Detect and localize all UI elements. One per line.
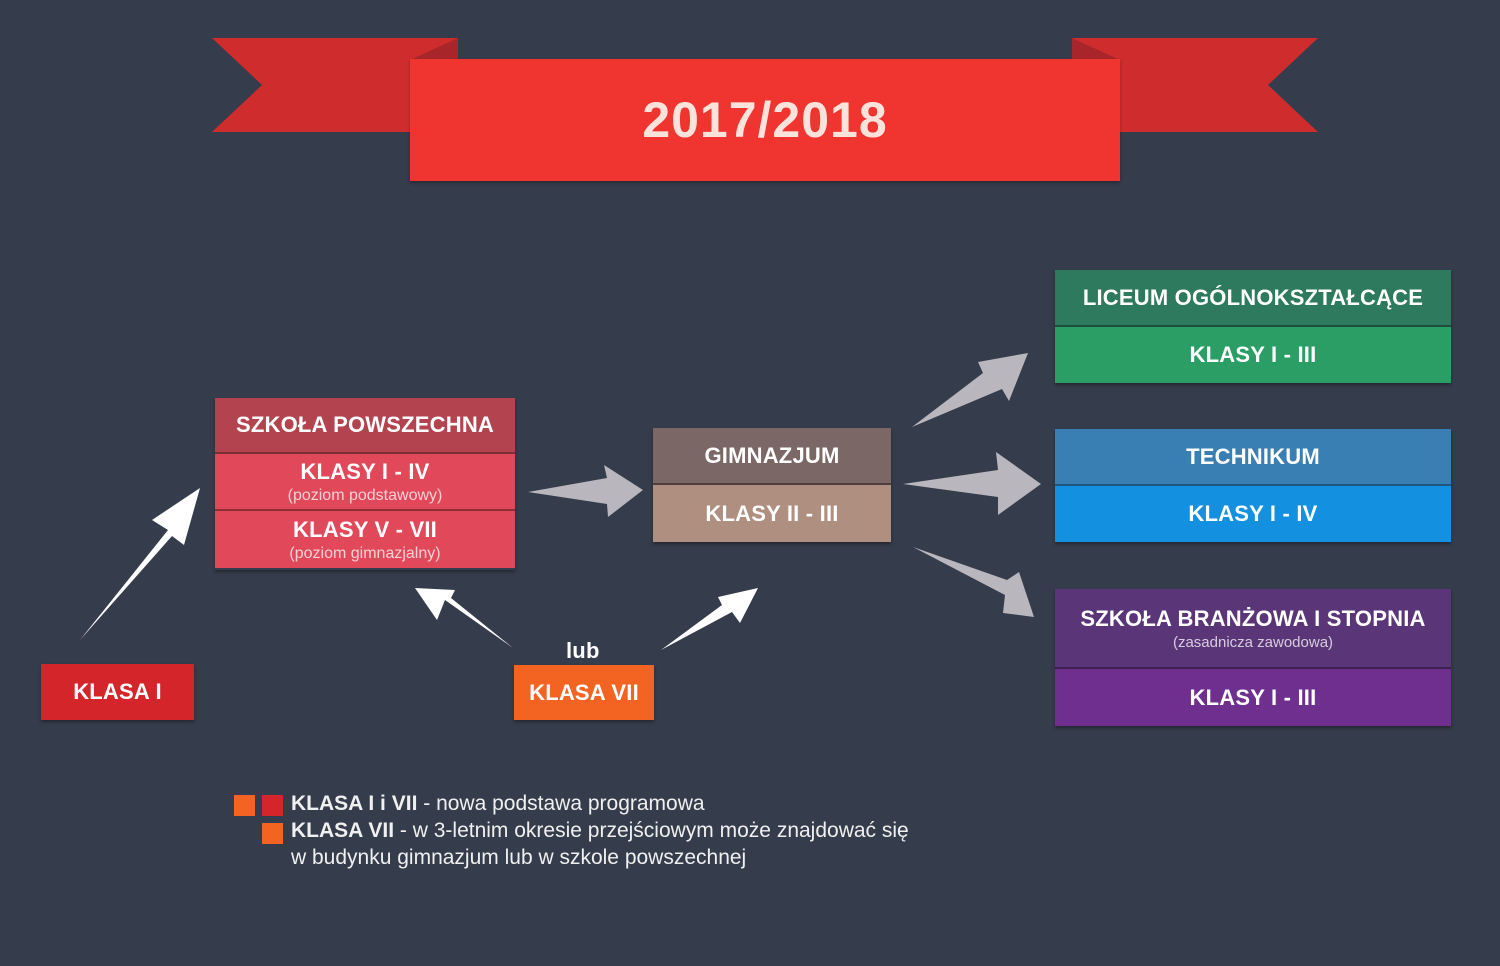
gimnazjum-box: GIMNAZJUM KLASY II - III	[653, 428, 891, 542]
legend-swatch-orange-2	[262, 823, 283, 844]
szkola-row-2: KLASY V - VII (poziom gimnazjalny)	[215, 511, 515, 568]
legend-item-2: KLASA VII - w 3-letnim okresie przejścio…	[291, 819, 909, 842]
legend: KLASA I i VII - nowa podstawa programowa…	[291, 790, 909, 871]
arrow-to-technikum-icon	[903, 452, 1041, 515]
klasa-vii-box: KLASA VII	[514, 665, 654, 720]
legend-item-1: KLASA I i VII - nowa podstawa programowa	[291, 792, 705, 815]
szkola-row-2-label: KLASY V - VII	[293, 516, 437, 542]
branzowa-row-label: KLASY I - III	[1189, 684, 1317, 710]
gimnazjum-row: KLASY II - III	[653, 485, 891, 542]
szkola-row-1-label: KLASY I - IV	[300, 458, 430, 484]
legend-item-2-cont: w budynku gimnazjum lub w szkole powszec…	[291, 846, 747, 869]
gimnazjum-title: GIMNAZJUM	[704, 442, 840, 468]
szkola-powszechna-box: SZKOŁA POWSZECHNA KLASY I - IV (poziom p…	[215, 398, 515, 570]
legend-swatch-orange	[234, 795, 255, 816]
branzowa-title: SZKOŁA BRANŻOWA I STOPNIA	[1080, 605, 1426, 631]
branzowa-header: SZKOŁA BRANŻOWA I STOPNIA (zasadnicza za…	[1055, 589, 1451, 669]
arrow-to-liceum-icon	[912, 353, 1028, 427]
liceum-box: LICEUM OGÓLNOKSZTAŁCĄCE KLASY I - III	[1055, 270, 1451, 383]
arrow-klasa-vii-to-szkola-icon	[415, 588, 513, 648]
technikum-title: TECHNIKUM	[1186, 443, 1320, 469]
szkola-title: SZKOŁA POWSZECHNA	[235, 412, 495, 437]
arrow-klasa-vii-to-gimnazjum-icon	[661, 588, 758, 650]
arrow-klasa-i-to-szkola-icon	[80, 488, 200, 640]
branzowa-row: KLASY I - III	[1055, 669, 1451, 726]
szkola-header: SZKOŁA POWSZECHNA	[215, 398, 515, 454]
technikum-row-label: KLASY I - IV	[1188, 501, 1318, 526]
branzowa-subtitle: (zasadnicza zawodowa)	[1172, 633, 1334, 651]
branzowa-box: SZKOŁA BRANŻOWA I STOPNIA (zasadnicza za…	[1055, 589, 1451, 726]
legend-swatch-red	[262, 795, 283, 816]
technikum-header: TECHNIKUM	[1055, 429, 1451, 486]
liceum-row-label: KLASY I - III	[1189, 342, 1317, 367]
technikum-box: TECHNIKUM KLASY I - IV	[1055, 429, 1451, 542]
banner-main: 2017/2018	[410, 59, 1120, 181]
klasa-vii-label: KLASA VII	[529, 679, 639, 705]
lub-label: lub	[566, 638, 600, 663]
arrow-to-branzowa-icon	[913, 547, 1034, 617]
ribbon-tails	[212, 38, 1318, 132]
szkola-row-2-note: (poziom gimnazjalny)	[289, 544, 441, 562]
year-title: 2017/2018	[642, 92, 888, 148]
klasa-i-box: KLASA I	[41, 664, 194, 720]
klasa-i-label: KLASA I	[73, 679, 162, 704]
liceum-header: LICEUM OGÓLNOKSZTAŁCĄCE	[1055, 270, 1451, 327]
gimnazjum-header: GIMNAZJUM	[653, 428, 891, 485]
arrow-szkola-to-gimnazjum-icon	[528, 465, 643, 517]
technikum-row: KLASY I - IV	[1055, 486, 1451, 542]
liceum-row: KLASY I - III	[1055, 327, 1451, 383]
szkola-row-1-note: (poziom podstawowy)	[287, 486, 443, 504]
liceum-title: LICEUM OGÓLNOKSZTAŁCĄCE	[1082, 284, 1424, 310]
szkola-row-1: KLASY I - IV (poziom podstawowy)	[215, 454, 515, 511]
gimnazjum-row-label: KLASY II - III	[705, 500, 839, 526]
